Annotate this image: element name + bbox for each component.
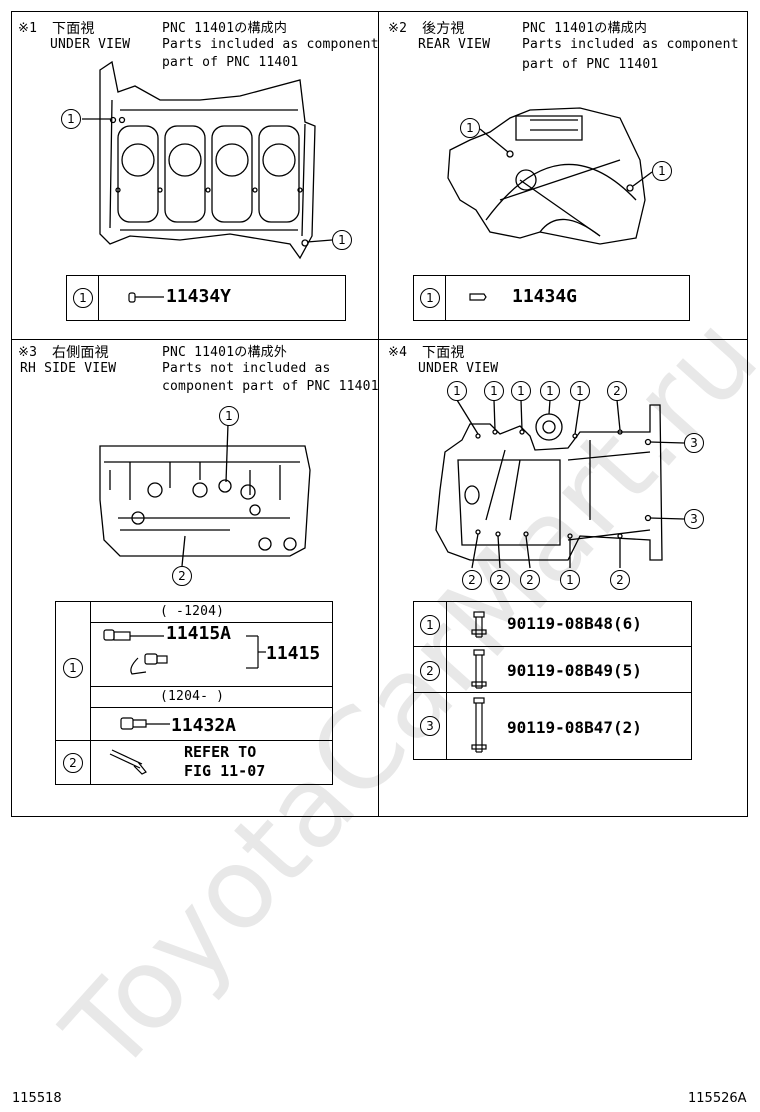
panel-3-marker: ※3 bbox=[18, 345, 38, 360]
panel-4-top-callout: 2 bbox=[607, 381, 627, 401]
panel-2-en-view: REAR VIEW bbox=[418, 37, 491, 52]
panel-4-bottom-callout: 2 bbox=[610, 570, 630, 590]
panel-3-range-row-2 bbox=[90, 686, 333, 708]
panel-4-jp-view: 下面視 bbox=[422, 345, 465, 361]
panel-1-pnc-line3: part of PNC 11401 bbox=[162, 55, 299, 70]
panel-1-marker: ※1 bbox=[18, 21, 38, 36]
panel-4-part-number: 90119-08B49(5) bbox=[507, 661, 642, 680]
panel-3-refer-line2: FIG 11-07 bbox=[184, 762, 266, 780]
footer-left-code: 115518 bbox=[12, 1091, 62, 1106]
panel-4-row-number: 2 bbox=[420, 661, 440, 681]
panel-2-row-number: 1 bbox=[420, 288, 440, 308]
panel-3-en-view: RH SIDE VIEW bbox=[20, 361, 117, 376]
plug-icon bbox=[128, 292, 164, 303]
panel-4-oil-pan-drawing bbox=[435, 399, 685, 569]
diagram-frame bbox=[11, 11, 748, 817]
panel-3-part-11432a: 11432A bbox=[171, 715, 237, 736]
panel-1-pnc-line1: PNC 11401の構成内 bbox=[162, 21, 288, 36]
panel-2-part-number: 11434G bbox=[512, 286, 578, 307]
panel-3-refer-row bbox=[90, 740, 333, 785]
panel-3-row-number: 1 bbox=[63, 658, 83, 678]
panel-1-callout: 1 bbox=[332, 230, 352, 250]
panel-4-top-callout: 1 bbox=[484, 381, 504, 401]
panel-1-en-view: UNDER VIEW bbox=[50, 37, 131, 52]
panel-4-right-callout: 3 bbox=[684, 509, 704, 529]
panel-3-row-number: 2 bbox=[63, 753, 83, 773]
panel-2-pnc-line2: Parts included as component bbox=[522, 37, 739, 52]
panel-1-part-number: 11434Y bbox=[166, 286, 232, 307]
panel-1-pnc-line2: Parts included as component bbox=[162, 37, 379, 52]
panel-4-top-callout: 1 bbox=[540, 381, 560, 401]
panel-3-range-1: ( -1204) bbox=[160, 604, 225, 619]
panel-4-marker: ※4 bbox=[388, 345, 408, 360]
vertical-divider bbox=[378, 11, 379, 817]
footer-right-code: 115526A bbox=[688, 1091, 747, 1106]
panel-4-en-view: UNDER VIEW bbox=[418, 361, 499, 376]
panel-4-right-callout: 3 bbox=[684, 433, 704, 453]
bolt-icons bbox=[471, 611, 487, 753]
plug-icon bbox=[469, 293, 487, 301]
horizontal-divider bbox=[11, 339, 748, 340]
panel-1-engine-block-drawing bbox=[82, 60, 333, 260]
panel-3-pnc-line2: Parts not included as bbox=[162, 361, 331, 376]
panel-3-engine-side-drawing bbox=[99, 423, 311, 567]
panel-4-top-callout: 1 bbox=[511, 381, 531, 401]
panel-4-row-divider bbox=[413, 646, 692, 693]
panel-2-marker: ※2 bbox=[388, 21, 408, 36]
panel-1-num-cell bbox=[66, 275, 99, 321]
panel-4-row-number: 1 bbox=[420, 615, 440, 635]
panel-1-row-number: 1 bbox=[73, 288, 93, 308]
panel-4-row-number: 3 bbox=[420, 716, 440, 736]
panel-4-bottom-callout: 2 bbox=[520, 570, 540, 590]
panel-4-part-number: 90119-08B47(2) bbox=[507, 718, 642, 737]
panel-3-callout: 1 bbox=[219, 406, 239, 426]
panel-4-bottom-callout: 2 bbox=[462, 570, 482, 590]
panel-3-jp-view: 右側面視 bbox=[52, 345, 109, 361]
panel-3-pnc-line3: component part of PNC 11401 bbox=[162, 379, 379, 394]
panel-3-part-11415a: 11415A bbox=[166, 623, 232, 644]
panel-4-bottom-callout: 2 bbox=[490, 570, 510, 590]
panel-1-callout: 1 bbox=[61, 109, 81, 129]
panel-3-refer-line1: REFER TO bbox=[184, 743, 257, 761]
panel-2-engine-block-drawing bbox=[447, 107, 653, 245]
panel-4-part-number: 90119-08B48(6) bbox=[507, 614, 642, 633]
panel-3-range-2: (1204- ) bbox=[160, 689, 225, 704]
panel-3-sensor-icons bbox=[103, 629, 266, 775]
panel-3-pnc-line1: PNC 11401の構成外 bbox=[162, 345, 288, 360]
panel-2-callout: 1 bbox=[652, 161, 672, 181]
panel-2-pnc-line3: part of PNC 11401 bbox=[522, 57, 659, 72]
panel-2-num-cell bbox=[413, 275, 446, 321]
panel-2-jp-view: 後方視 bbox=[422, 21, 465, 37]
panel-4-top-callout: 1 bbox=[447, 381, 467, 401]
panel-3-callout: 2 bbox=[172, 566, 192, 586]
panel-4-bottom-callout: 1 bbox=[560, 570, 580, 590]
panel-4-top-callout: 1 bbox=[570, 381, 590, 401]
panel-2-callout: 1 bbox=[460, 118, 480, 138]
panel-3-group-11415: 11415 bbox=[266, 643, 321, 664]
panel-1-jp-view: 下面視 bbox=[52, 21, 95, 37]
panel-2-pnc-line1: PNC 11401の構成内 bbox=[522, 21, 648, 36]
panel-3-range-row-1 bbox=[90, 601, 333, 623]
